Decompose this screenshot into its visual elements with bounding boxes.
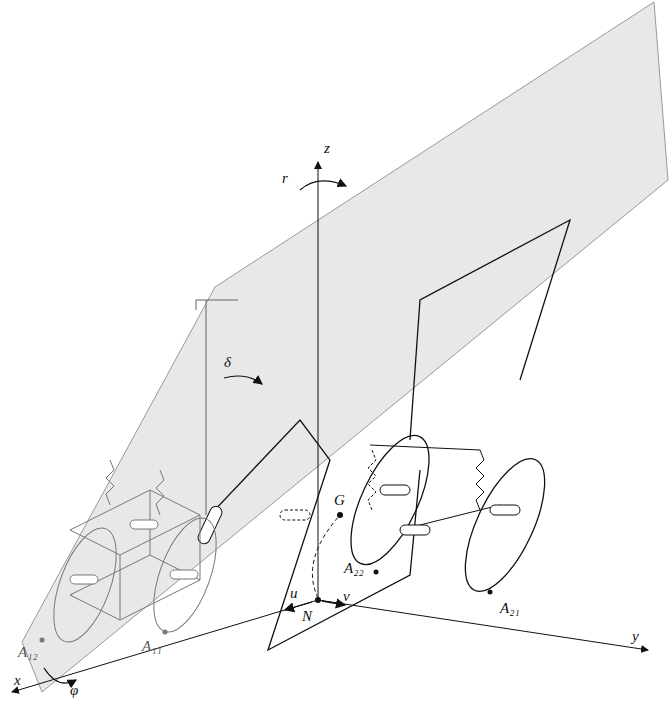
- point-label: A₁₂: [18, 644, 38, 660]
- contact-point: [374, 570, 379, 575]
- z-axis: [318, 162, 319, 600]
- axis-label: v: [343, 588, 350, 604]
- bushing: [380, 485, 410, 495]
- angle-label: δ: [224, 354, 231, 370]
- axis-label: z: [324, 140, 330, 156]
- mass-center: [337, 512, 343, 518]
- x-axis: [12, 600, 318, 692]
- point-label: A₁₁: [142, 638, 162, 654]
- steer-frame: [196, 300, 238, 515]
- roll-arrow: [44, 668, 76, 683]
- y-axis: [318, 600, 648, 650]
- bushing: [490, 505, 520, 515]
- rear-wheel: [449, 448, 561, 602]
- rear-link: [370, 445, 480, 450]
- contact-point: [488, 590, 493, 595]
- rear-frame: [410, 220, 570, 440]
- spring: [476, 450, 484, 510]
- yaw-arrow: [300, 181, 346, 190]
- angle-label: r: [282, 170, 288, 186]
- axis-label: u: [290, 585, 298, 601]
- dashed-link: [312, 515, 340, 598]
- contact-point: [163, 630, 168, 635]
- axis-label: x: [14, 672, 21, 688]
- v-arrow: [322, 601, 345, 605]
- point-label: A₂₁: [500, 600, 520, 616]
- bushing: [280, 510, 310, 520]
- spring: [368, 450, 376, 510]
- bushing: [400, 525, 430, 535]
- angle-label: φ: [70, 682, 78, 698]
- axis-label: y: [632, 628, 639, 644]
- road-plane: [22, 2, 668, 692]
- steer-arrow: [224, 376, 262, 384]
- contact-point: [40, 638, 45, 643]
- front-suspension: [41, 460, 229, 650]
- point-label: N: [302, 608, 312, 624]
- point-label: G: [334, 492, 345, 508]
- point-label: A₂₂: [344, 560, 364, 576]
- main-frame: [210, 420, 420, 650]
